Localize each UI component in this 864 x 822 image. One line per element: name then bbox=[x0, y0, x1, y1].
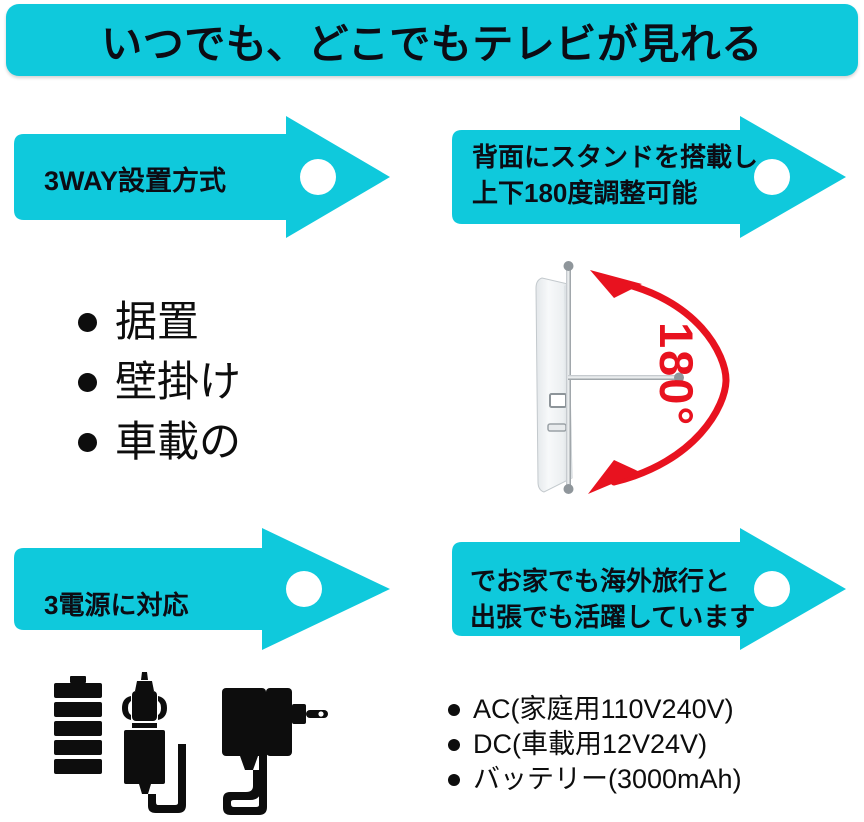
banner-install-method: 3WAY設置方式 bbox=[14, 116, 394, 238]
banner-use-cases-line2: 出張でも活躍しています bbox=[470, 602, 756, 632]
list-item: 据置 bbox=[78, 292, 378, 352]
list-item: DC(車載用12V24V) bbox=[448, 727, 864, 762]
spec-item-label: バッテリー(3000mAh) bbox=[473, 764, 742, 794]
banner-stand-line2: 上下180度調整可能 bbox=[472, 178, 698, 208]
list-item: AC(家庭用110V240V) bbox=[448, 692, 864, 727]
car-charger-icon bbox=[122, 672, 186, 813]
bullet-icon bbox=[78, 432, 97, 452]
install-item-label: 据置 bbox=[115, 298, 200, 345]
tv-ports bbox=[547, 393, 567, 432]
bullet-icon bbox=[448, 738, 460, 751]
power-spec-list: AC(家庭用110V240V) DC(車載用12V24V) バッテリー(3000… bbox=[448, 692, 864, 797]
spec-item-label: DC(車載用12V24V) bbox=[473, 729, 708, 759]
arrow-right-banner-icon bbox=[452, 116, 846, 238]
rotation-angle-label: 180° bbox=[650, 322, 703, 428]
battery-icon bbox=[54, 676, 102, 774]
arrow-right-banner-icon bbox=[14, 528, 390, 650]
arrow-right-banner-icon bbox=[14, 116, 390, 238]
banner-use-cases: でお家でも海外旅行と 出張でも活躍しています bbox=[452, 528, 850, 650]
banner-stand-line1: 背面にスタンドを搭載し bbox=[472, 142, 759, 172]
page-title: いつでも、どこでもテレビが見れる bbox=[101, 21, 763, 67]
banner-stand: 背面にスタンドを搭載し 上下180度調整可能 bbox=[452, 116, 850, 238]
banner-power-sources: 3電源に対応 bbox=[14, 528, 394, 650]
header-banner: いつでも、どこでもテレビが見れる bbox=[6, 4, 858, 76]
power-source-icons bbox=[44, 668, 334, 818]
bullet-icon bbox=[78, 312, 97, 332]
power-icons-illustration bbox=[54, 672, 328, 815]
install-method-list: 据置 壁掛け 車載の bbox=[78, 292, 378, 472]
list-item: バッテリー(3000mAh) bbox=[448, 762, 864, 797]
bullet-icon bbox=[448, 773, 460, 786]
list-item: 車載の bbox=[78, 412, 378, 472]
bullet-icon bbox=[78, 372, 97, 392]
banner-install-method-label: 3WAY設置方式 bbox=[44, 166, 227, 196]
rotation-arc bbox=[588, 270, 730, 494]
ac-adapter-icon bbox=[222, 688, 328, 815]
spec-item-label: AC(家庭用110V240V) bbox=[473, 694, 734, 724]
tv-rotation-figure bbox=[494, 246, 834, 516]
install-item-label: 壁掛け bbox=[115, 358, 242, 405]
arrow-right-banner-icon bbox=[452, 528, 846, 650]
tv-side-view-illustration bbox=[535, 261, 730, 494]
bullet-icon bbox=[448, 703, 460, 716]
banner-power-label: 3電源に対応 bbox=[44, 590, 189, 620]
install-item-label: 車載の bbox=[115, 418, 242, 465]
kickstand-rod bbox=[568, 372, 684, 383]
banner-use-cases-line1: でお家でも海外旅行と bbox=[470, 566, 731, 596]
list-item: 壁掛け bbox=[78, 352, 378, 412]
